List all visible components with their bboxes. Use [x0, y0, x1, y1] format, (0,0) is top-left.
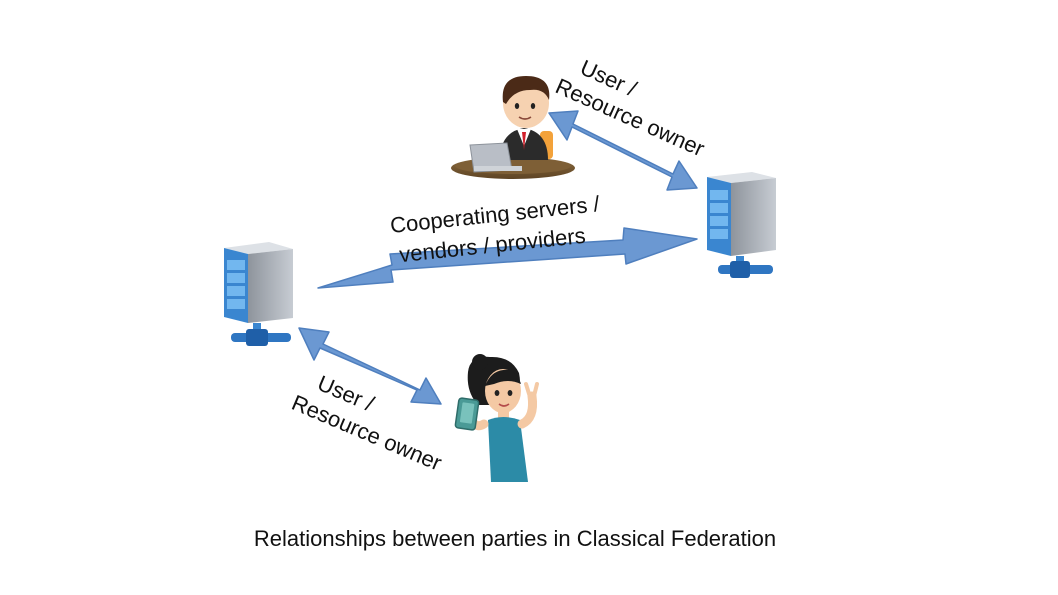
top-double-arrow [548, 110, 698, 191]
diagram-caption: Relationships between parties in Classic… [253, 526, 777, 551]
bottom-user-label: User / Resource owner [288, 370, 445, 475]
bottom-double-arrow [298, 327, 442, 405]
woman-phone-icon [454, 354, 539, 482]
middle-double-arrow [317, 227, 698, 289]
businessman-icon [451, 76, 575, 179]
left-server-icon [224, 242, 293, 346]
top-user-label: User / Resource owner [552, 55, 709, 162]
right-server-icon [707, 172, 776, 278]
